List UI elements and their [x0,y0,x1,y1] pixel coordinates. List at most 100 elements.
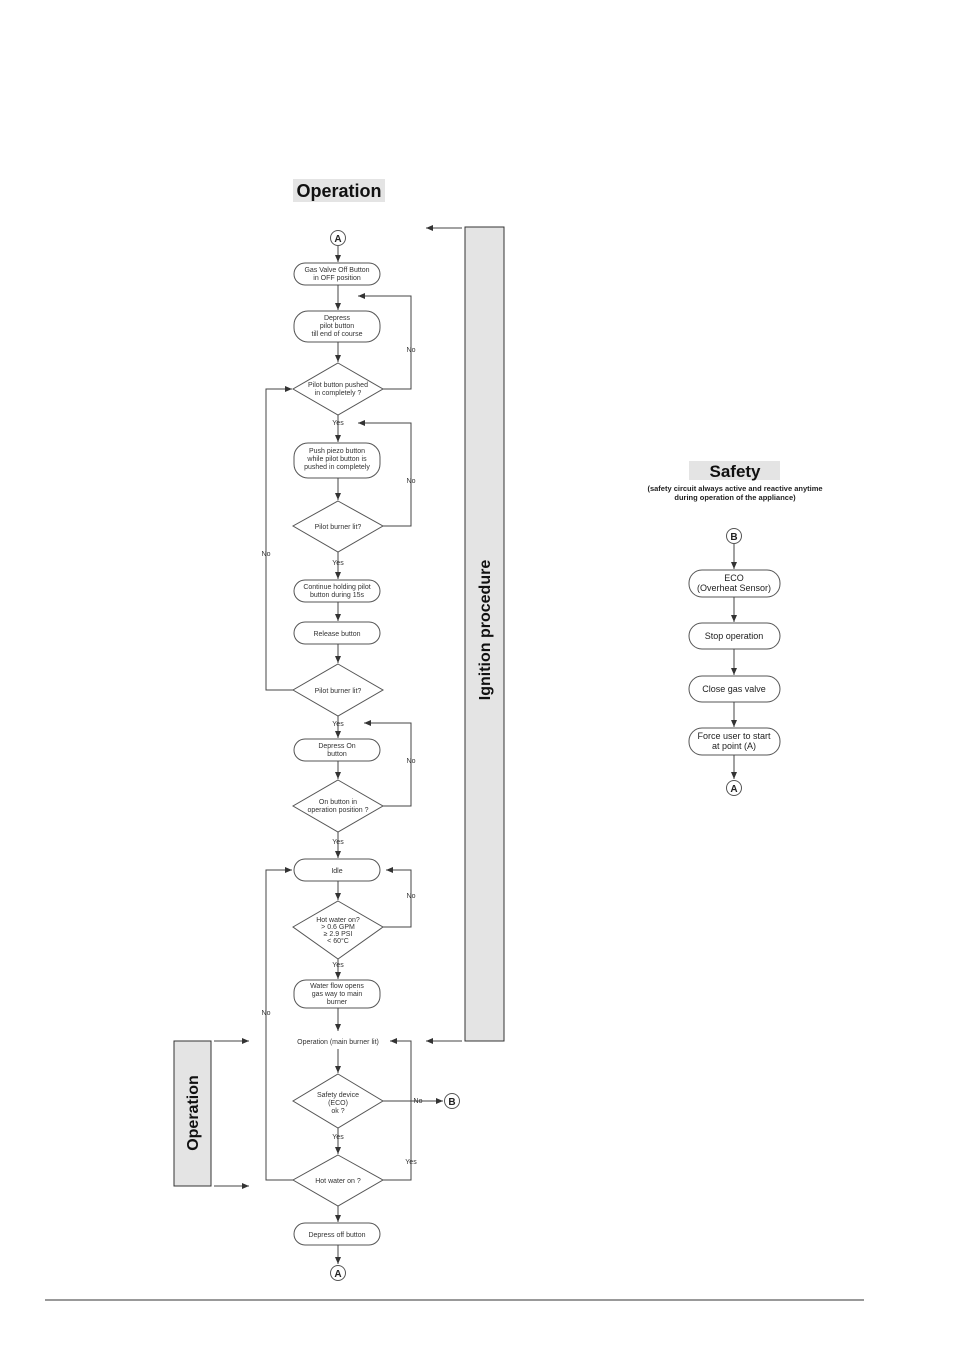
connector-a-bottom-label: A [334,1269,341,1280]
decision-safety-device: Safety device(ECO)ok ? [292,1073,384,1129]
svg-text:Hot water on?> 0.6 GPM≥ 2.9 PS: Hot water on?> 0.6 GPM≥ 2.9 PSI< 60°C [316,917,360,945]
svg-text:Stop operation: Stop operation [705,631,764,641]
step-depress-pilot-line2: pilot button [320,323,354,330]
svg-text:ECO(Overheat Sensor): ECO(Overheat Sensor) [697,573,771,593]
safety-step-eco: ECO(Overheat Sensor) [688,569,781,598]
svg-text:Pilot burner lit?: Pilot burner lit? [315,688,362,695]
safety-step-stop: Stop operation [688,622,781,650]
label-no-1: No [407,347,416,354]
step-water-flow-line3: burner [327,999,348,1006]
step-gas-valve-off-line2: in OFF position [313,275,361,282]
safety-step-stop-line1: Stop operation [705,631,764,641]
safety-title: Safety [709,462,761,481]
svg-text:Operation (main burner lit): Operation (main burner lit) [297,1039,379,1046]
decision-hot-water-cond-line1: Hot water on? [316,917,360,924]
svg-text:Pilot burner lit?: Pilot burner lit? [315,524,362,531]
connector-a-bottom [330,1265,346,1281]
decision-safety-device-line2: (ECO) [328,1100,348,1107]
step-gas-valve-off-line1: Gas Valve Off Button [304,267,369,274]
loop-pilot-pushed-no [358,293,412,390]
loop-pilot-lit-1-no [358,420,412,527]
decision-hot-water-cond: Hot water on?> 0.6 GPM≥ 2.9 PSI< 60°C [292,900,384,960]
decision-safety-device-line1: Safety device [317,1092,359,1099]
label-yes-4: Yes [332,839,344,846]
label-no-3: No [407,758,416,765]
label-yes-6: Yes [332,1134,344,1141]
step-depress-on-line1: Depress On [318,743,355,750]
step-operation-main-line1: Operation (main burner lit) [297,1039,379,1046]
svg-text:Safety device(ECO)ok ?: Safety device(ECO)ok ? [317,1092,359,1115]
loop-hot-water-on-yes [383,1038,412,1181]
safety-step-force-user-line2: at point (A) [712,741,756,751]
loop-hot-water-cond-no [383,867,412,928]
label-yes-3: Yes [332,721,344,728]
ignition-procedure-label: Ignition procedure [477,560,494,701]
step-continue-holding-line2: button during 15s [310,592,365,599]
decision-on-in-operation-line2: operation position ? [307,807,368,814]
connector-b-out [444,1093,460,1109]
safety-step-force-user-line1: Force user to start [697,731,771,741]
label-no-left-1: No [262,551,271,558]
label-no-2: No [407,478,416,485]
decision-safety-device-line3: ok ? [331,1108,344,1115]
loop-pilot-lit-2-no [265,386,293,691]
decision-on-in-operation-line1: On button in [319,799,357,806]
step-water-flow-line2: gas way to main [312,991,363,998]
svg-text:Hot water on ?: Hot water on ? [315,1178,361,1185]
operation-title: Operation [296,181,381,201]
operation-side-label: Operation [185,1075,202,1151]
step-push-piezo-line2: while pilot button is [306,456,367,463]
label-no-4: No [407,893,416,900]
connector-b-safety [726,528,742,544]
step-depress-off-line1: Depress off button [308,1232,365,1239]
decision-pilot-lit-1-line1: Pilot burner lit? [315,524,362,531]
connector-a-top-label: A [334,234,341,245]
safety-step-close-gas: Close gas valve [688,675,781,703]
decision-pilot-lit-1: Pilot burner lit? [291,500,385,553]
step-idle: Idle [293,858,381,882]
connector-a-safety [726,780,742,796]
step-depress-off: Depress off button [293,1222,381,1246]
decision-hot-water-cond-line4: < 60°C [327,937,349,945]
decision-hot-water-cond-line3: ≥ 2.9 PSI [324,931,353,938]
step-depress-pilot-line1: Depress [324,315,351,322]
decision-pilot-pushed-line1: Pilot button pushed [308,382,368,389]
label-yes-7: Yes [405,1159,417,1166]
svg-text:Close gas valve: Close gas valve [702,684,766,694]
svg-text:Depress off button: Depress off button [308,1232,365,1239]
label-no-left-2: No [262,1010,271,1017]
step-continue-holding-line1: Continue holding pilot [303,584,370,591]
decision-hot-water-on-line1: Hot water on ? [315,1178,361,1185]
step-push-piezo-line1: Push piezo button [309,448,365,455]
step-release-button-line1: Release button [313,631,360,638]
svg-text:Idle: Idle [331,868,342,875]
label-yes-1: Yes [332,420,344,427]
safety-subtitle-line1: (safety circuit always active and reacti… [647,484,822,493]
connector-a-safety-label: A [730,784,737,795]
safety-title-band [689,461,780,480]
connector-b-safety-label: B [730,532,737,543]
decision-pilot-pushed-line2: in completely ? [315,390,362,397]
label-yes-5: Yes [332,962,344,969]
decision-pilot-lit-2-line1: Pilot burner lit? [315,688,362,695]
svg-text:Release button: Release button [313,631,360,638]
step-push-piezo-line3: pushed in completely [304,464,370,471]
operation-title-band [293,179,385,202]
ignition-procedure-bar [464,226,505,1042]
connector-a-top [330,230,346,246]
decision-pilot-lit-2: Pilot burner lit? [292,663,384,717]
